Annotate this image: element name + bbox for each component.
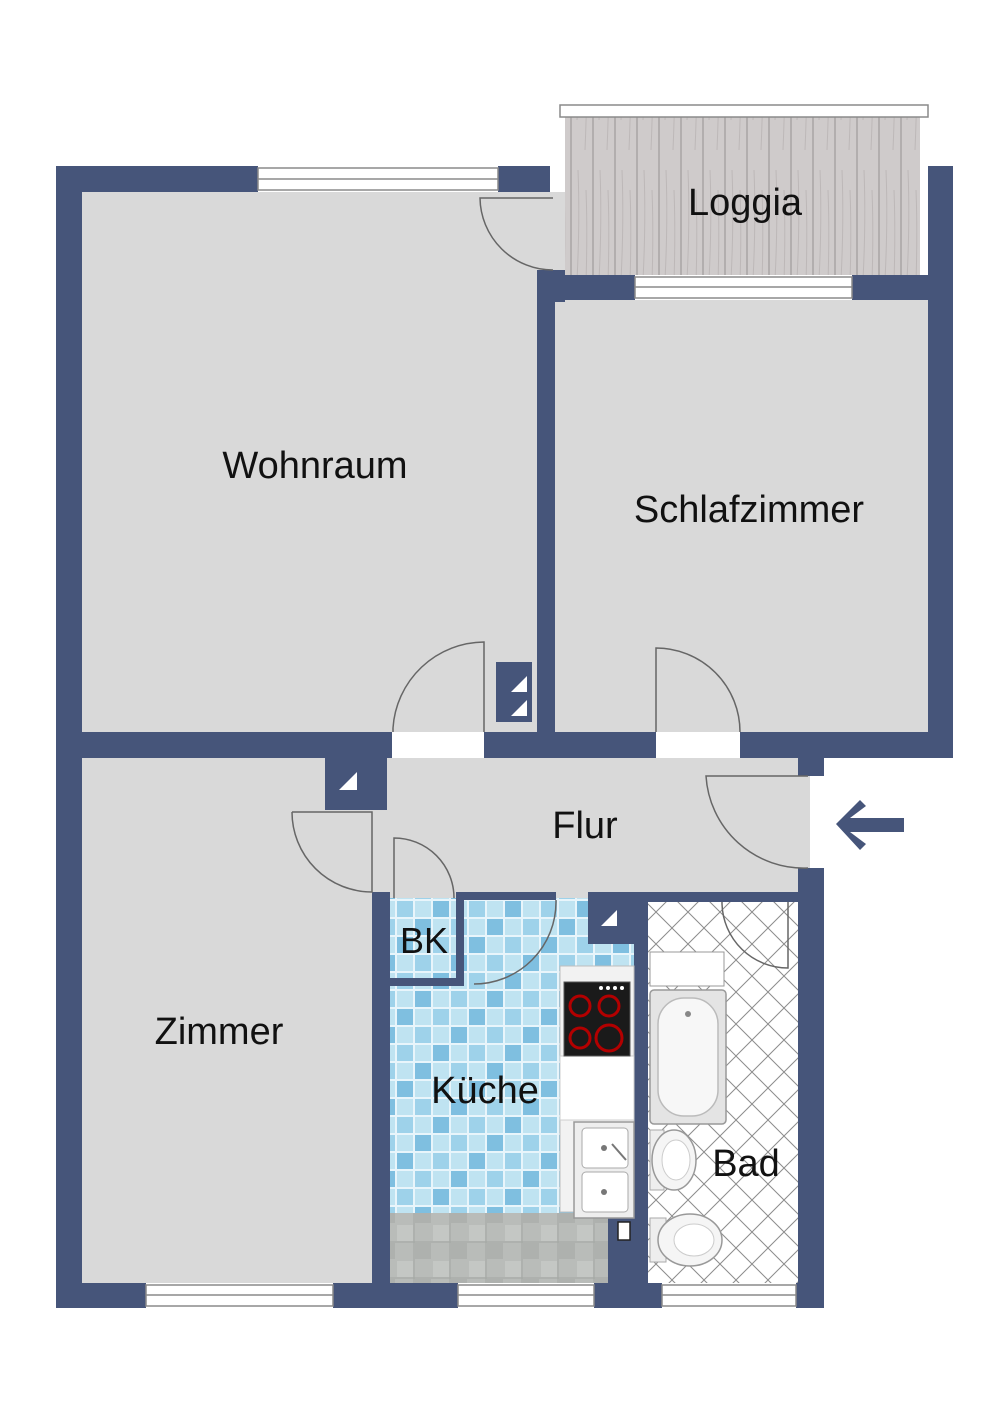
wall-wohn-schlaf: [537, 270, 555, 758]
label-kueche: Küche: [431, 1070, 539, 1112]
door-schlafzimmer: [655, 647, 741, 733]
label-bk: BK: [400, 920, 448, 961]
wall-bk-bottom: [390, 978, 464, 986]
wall-kueche-top-right: [588, 892, 800, 902]
door-bk: [393, 837, 455, 899]
wall-bottom-1: [56, 1283, 146, 1308]
bath-shelf: [649, 951, 725, 987]
wall-kueche-top: [456, 892, 556, 900]
arrow-left-icon: [836, 800, 904, 850]
wall-mid-left: [56, 732, 392, 758]
wohnraum-floor: [82, 192, 537, 732]
label-zimmer: Zimmer: [155, 1011, 284, 1053]
wall-top-mid: [498, 166, 550, 192]
wall-top-left: [56, 166, 258, 192]
schlafzimmer-floor: [555, 300, 928, 732]
doors: [291, 197, 809, 985]
bathtub-icon: [649, 989, 727, 1125]
door-kueche: [473, 900, 557, 985]
walls: [56, 166, 953, 1308]
door-wohnraum: [392, 641, 485, 732]
sink-icon: [573, 1121, 635, 1219]
wall-bk-right: [456, 898, 464, 984]
label-schlafzimmer: Schlafzimmer: [634, 489, 864, 531]
label-flur: Flur: [552, 805, 618, 847]
kitchen-socket: [617, 1221, 631, 1241]
shaft-marker-icon: [339, 676, 617, 926]
wall-schlaf-top-left: [537, 275, 635, 300]
wall-mid-right-b: [740, 732, 953, 758]
wall-mid-right-a: [484, 732, 656, 758]
wall-kueche-bad-upper: [634, 892, 648, 1308]
loggia-railing: [559, 104, 929, 118]
label-loggia: Loggia: [688, 182, 803, 224]
windows: [145, 104, 929, 1307]
wall-bottom-2: [333, 1283, 458, 1308]
door-bad: [721, 902, 789, 969]
room-labels: Loggia Wohnraum Schlafzimmer Flur BK Zim…: [155, 182, 865, 1185]
loggia-floor: [565, 117, 920, 275]
wall-bottom-3: [594, 1283, 662, 1308]
door-entrance: [705, 775, 809, 869]
wall-outer-right-upper: [928, 166, 953, 758]
toilet-icon: [649, 1213, 723, 1267]
washbasin-icon: [649, 1129, 697, 1191]
label-bad: Bad: [712, 1143, 780, 1185]
loggia-threshold: [537, 192, 565, 270]
wall-zimmer-kueche: [372, 892, 390, 1308]
wall-bottom-4: [796, 1283, 824, 1308]
wall-flur-right-pier: [798, 758, 824, 776]
label-wohnraum: Wohnraum: [222, 445, 407, 487]
door-loggia: [479, 197, 554, 271]
kueche-stone-floor: [390, 1213, 608, 1283]
zimmer-floor: [82, 758, 372, 1283]
flur-floor: [372, 758, 810, 898]
stove-icon: [563, 981, 631, 1057]
door-zimmer: [291, 811, 373, 893]
wall-outer-right-lower: [798, 868, 824, 1308]
